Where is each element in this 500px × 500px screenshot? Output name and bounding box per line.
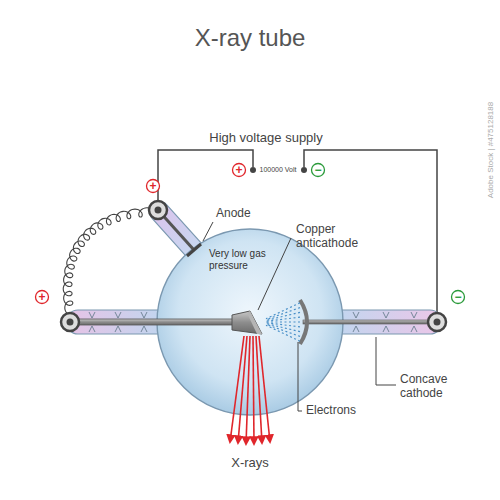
rod-support (141, 312, 147, 332)
part-label: X-rays (231, 455, 269, 471)
copper-anticathode (232, 311, 262, 334)
cathode-rod (303, 320, 433, 324)
electron-path (266, 317, 300, 321)
terminal-ring (149, 201, 167, 219)
terminal-ring (428, 313, 446, 331)
supply-terminal (301, 167, 307, 173)
x-ray (259, 336, 270, 442)
supply-terminal (250, 167, 256, 173)
supply-label: High voltage supply (209, 130, 322, 146)
supply-wire (158, 150, 253, 200)
anode-plate (187, 244, 201, 256)
leader-line (376, 337, 396, 385)
rod-supports (89, 312, 417, 332)
part-label: Concave cathode (400, 372, 464, 401)
x-ray-beam (230, 336, 270, 444)
part-label: Anode (216, 206, 251, 220)
electron-path (266, 303, 300, 319)
terminal (61, 201, 446, 331)
sign-circle (452, 291, 465, 304)
rod-support (89, 312, 95, 332)
rod-support (353, 312, 359, 332)
leader-line (203, 222, 213, 241)
terminal-core (155, 207, 162, 214)
voltage-value: 100000 Volt (260, 166, 297, 174)
part-label: Electrons (306, 403, 356, 417)
leader-line (298, 342, 302, 411)
electron-path (266, 312, 300, 320)
concave-cathode (300, 300, 307, 344)
electron-path (266, 321, 300, 322)
title: X-ray tube (195, 24, 306, 53)
sign-circle (36, 291, 49, 304)
rod-support (115, 312, 121, 332)
electron-beam (266, 303, 300, 341)
terminal-core (434, 319, 441, 326)
electron-path (266, 323, 300, 327)
polarity-sign: − (454, 291, 461, 303)
sign-circle (147, 180, 160, 193)
coil-wire (63, 208, 154, 315)
note-label: Very low gas pressure (209, 248, 273, 272)
terminal-ring (61, 313, 79, 331)
x-ray (246, 336, 250, 444)
polarity-sign: + (235, 164, 242, 176)
anticathode-rod (72, 319, 236, 325)
electron-path (266, 324, 300, 336)
rod-support (411, 312, 417, 332)
terminal-core (67, 319, 74, 326)
part-label: Copper anticathode (296, 222, 376, 251)
sign-circle (233, 164, 246, 177)
polarity-sign: + (149, 180, 156, 192)
rod-support (383, 312, 389, 332)
x-ray (238, 336, 247, 443)
anticathode-face (247, 311, 262, 334)
electron-path (266, 325, 300, 341)
polarity-sign: − (314, 164, 321, 176)
sign-circle (312, 164, 325, 177)
watermark: Adobe Stock | #475128188 (486, 102, 496, 198)
x-ray (253, 336, 254, 444)
polarity-sign: + (38, 291, 45, 303)
